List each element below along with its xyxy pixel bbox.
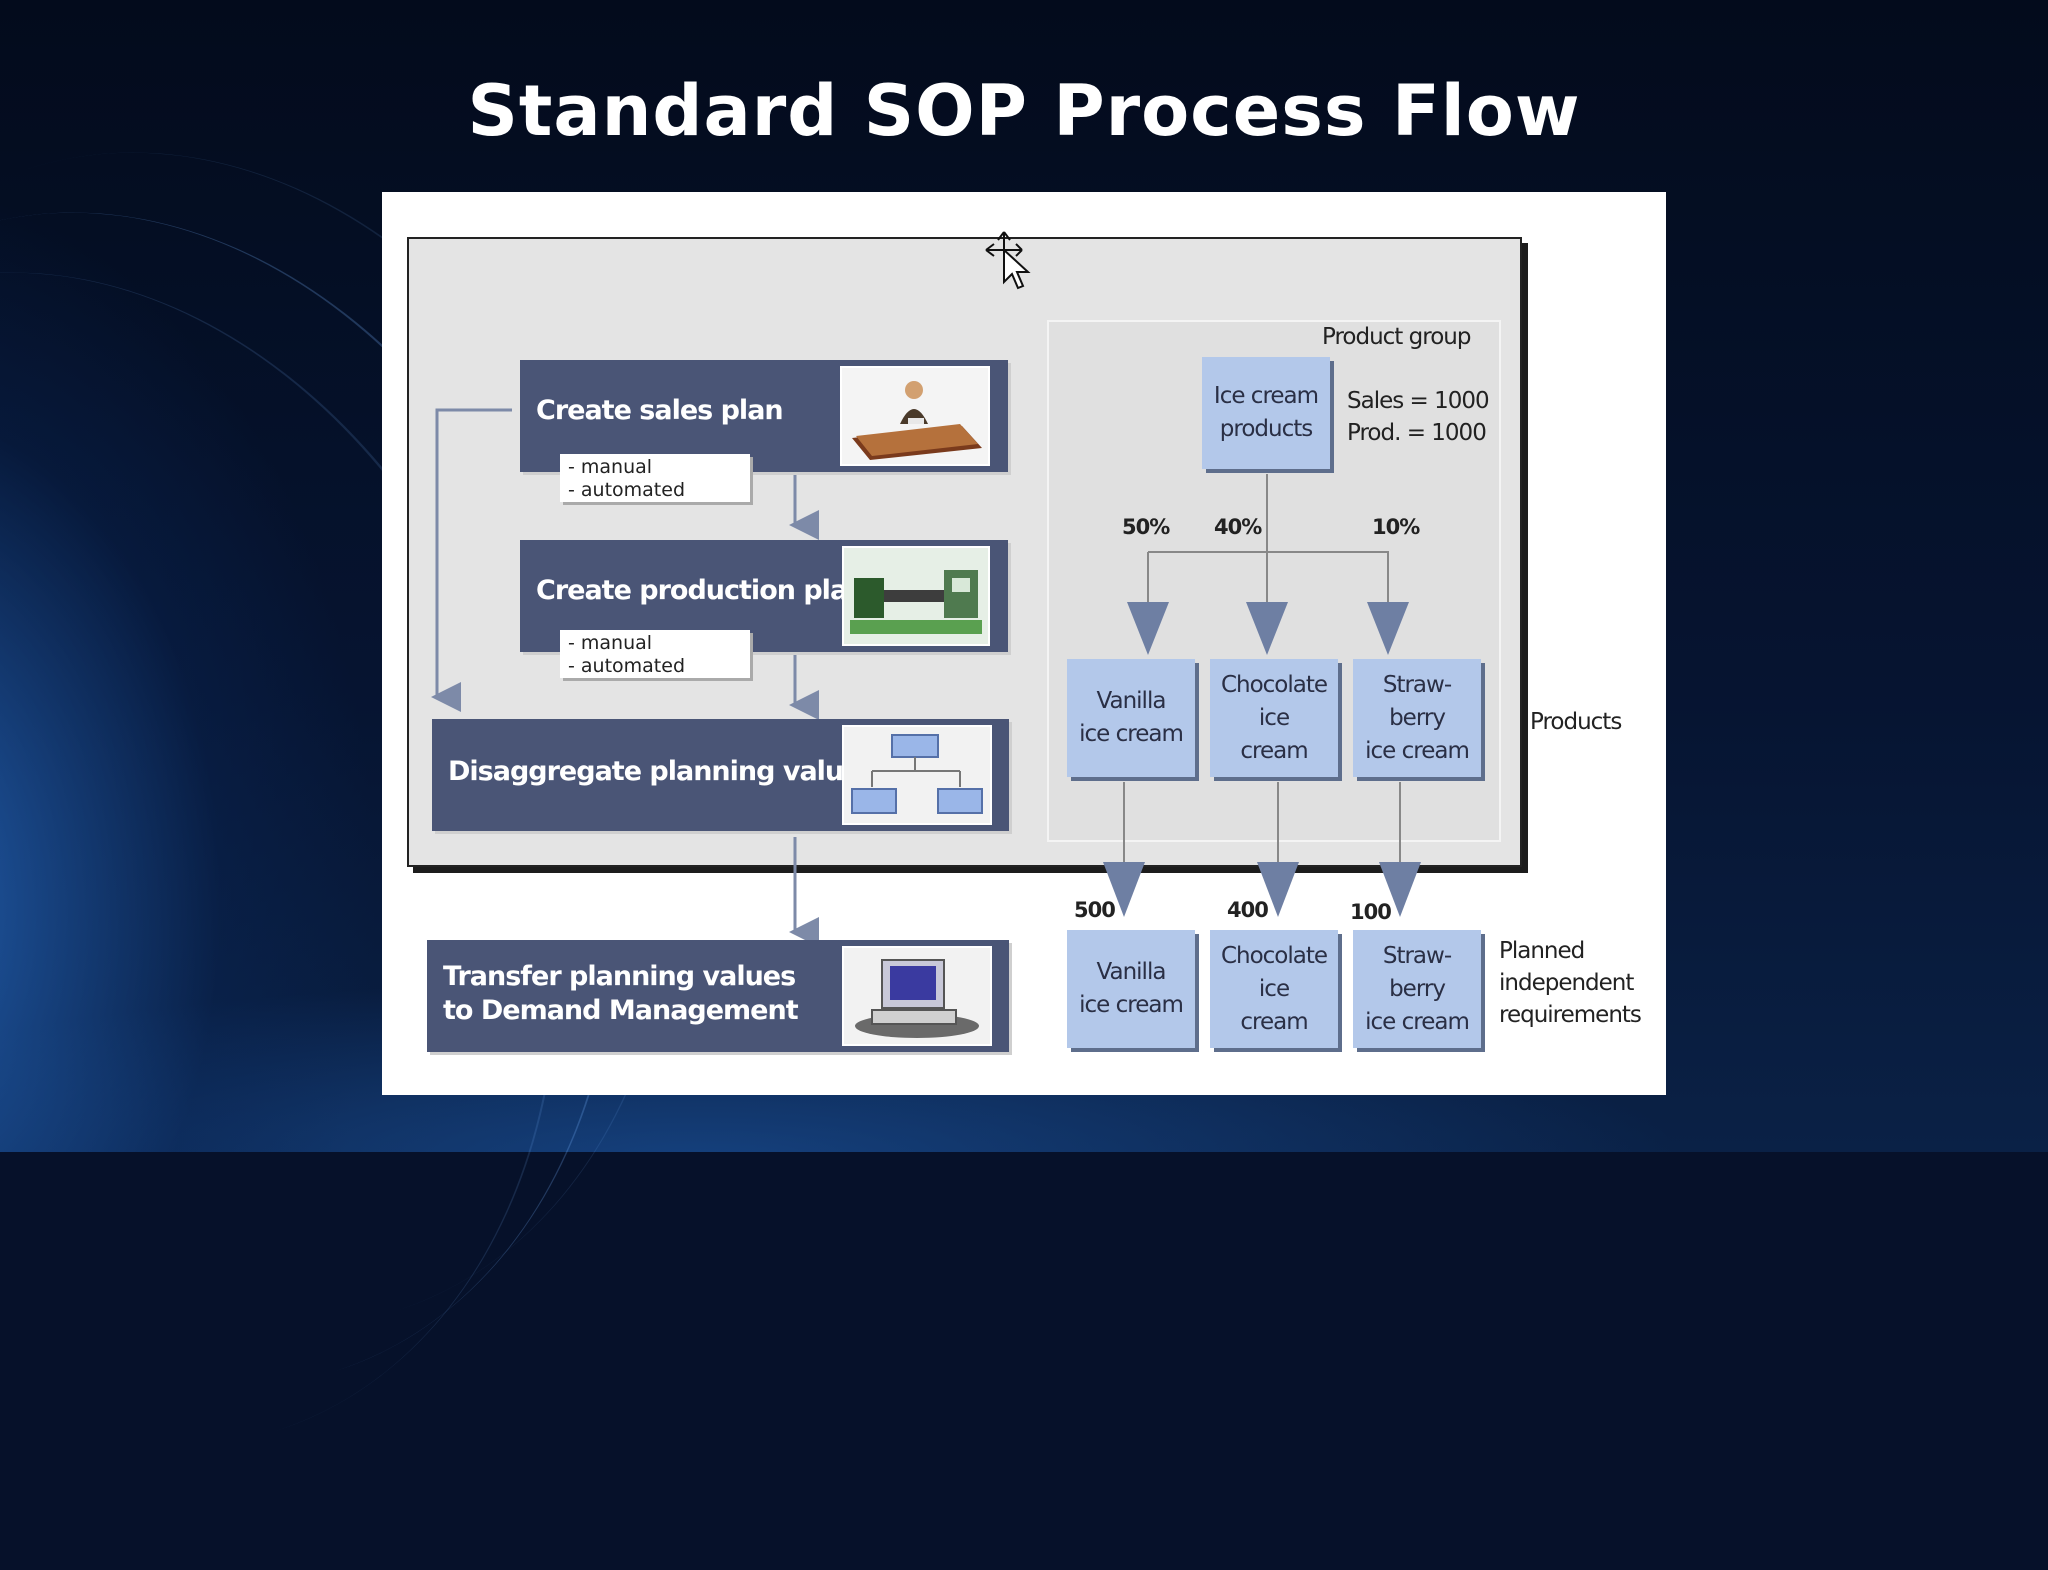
requirement-line: cream (1240, 1008, 1308, 1035)
req-arrow-strawberry (1379, 862, 1421, 917)
product-line: cream (1240, 737, 1308, 764)
product-line: berry (1389, 704, 1446, 731)
requirement-box-strawberry: Straw- berry ice cream (1353, 930, 1481, 1048)
split-percent-vanilla: 50% (1122, 515, 1170, 539)
product-group-box: Ice cream products (1202, 357, 1330, 469)
create-production-plan-label: Create production plan (536, 575, 866, 606)
person-at-desk-icon (840, 366, 990, 466)
requirement-line: ice (1258, 975, 1290, 1002)
product-line: ice (1258, 704, 1290, 731)
product-box-chocolate: Chocolate ice cream (1210, 659, 1338, 777)
move-cursor-icon (985, 231, 1031, 290)
flow-connectors (431, 408, 1421, 947)
product-group-prod: Prod. = 1000 (1347, 420, 1487, 446)
transfer-label-line2: to Demand Management (443, 995, 799, 1026)
requirements-label-line2: independent (1499, 970, 1634, 996)
production-plan-note: - manual - automated (560, 630, 750, 678)
requirement-box-vanilla: Vanilla ice cream (1067, 930, 1195, 1048)
product-line: Chocolate (1220, 671, 1328, 698)
feedback-line (431, 408, 512, 712)
create-sales-plan-step: Create sales plan (520, 360, 1008, 472)
note-automated: - automated (568, 479, 686, 501)
split-percent-chocolate: 40% (1214, 515, 1262, 539)
product-group-line2: products (1219, 416, 1313, 442)
product-line: Straw- (1382, 671, 1452, 698)
product-box-strawberry: Straw- berry ice cream (1353, 659, 1481, 777)
disaggregate-label: Disaggregate planning values (448, 756, 877, 787)
product-box-vanilla: Vanilla ice cream (1067, 659, 1195, 777)
split-arrow-chocolate (1246, 602, 1288, 655)
slide-title: Standard SOP Process Flow (467, 70, 1581, 152)
requirements-label-line3: requirements (1499, 1002, 1642, 1028)
req-qty-chocolate: 400 (1227, 898, 1269, 922)
note-automated: - automated (568, 655, 686, 677)
requirement-line: berry (1389, 975, 1446, 1002)
requirement-line: Straw- (1382, 942, 1452, 969)
diagram-panel: Create sales plan - manual - automated C… (382, 192, 1666, 1095)
disaggregate-step: Disaggregate planning values (432, 719, 1009, 831)
requirement-box-chocolate: Chocolate ice cream (1210, 930, 1338, 1048)
req-qty-vanilla: 500 (1074, 898, 1116, 922)
requirements-label-line1: Planned (1499, 938, 1585, 964)
split-percent-strawberry: 10% (1372, 515, 1420, 539)
product-group-line1: Ice cream (1213, 383, 1319, 409)
requirement-line: ice cream (1365, 1008, 1470, 1035)
product-line: ice cream (1079, 721, 1184, 747)
product-line: ice cream (1365, 737, 1470, 764)
production-machine-icon (842, 546, 990, 646)
create-production-plan-step: Create production plan (520, 540, 1008, 652)
note-manual: - manual (568, 456, 653, 478)
create-sales-plan-label: Create sales plan (536, 395, 784, 426)
split-arrow-vanilla (1127, 602, 1169, 655)
requirement-line: Vanilla (1096, 959, 1167, 985)
transfer-label-line1: Transfer planning values (443, 961, 796, 992)
req-qty-strawberry: 100 (1350, 900, 1392, 924)
hierarchy-icon (842, 725, 992, 825)
split-arrow-strawberry (1367, 602, 1409, 655)
requirements-side-label: Planned independent requirements (1499, 935, 1642, 1031)
product-line: Vanilla (1096, 688, 1167, 714)
note-manual: - manual (568, 632, 653, 654)
requirement-line: ice cream (1079, 992, 1184, 1018)
req-arrow-chocolate (1257, 862, 1299, 917)
computer-icon (842, 946, 992, 1046)
requirement-line: Chocolate (1220, 942, 1328, 969)
sales-plan-note: - manual - automated (560, 454, 750, 502)
product-group-sales: Sales = 1000 (1347, 388, 1490, 414)
req-arrow-vanilla (1103, 862, 1145, 917)
products-side-label: Products (1530, 709, 1622, 735)
transfer-step: Transfer planning values to Demand Manag… (427, 940, 1009, 1052)
product-group-heading: Product group (1322, 324, 1471, 350)
